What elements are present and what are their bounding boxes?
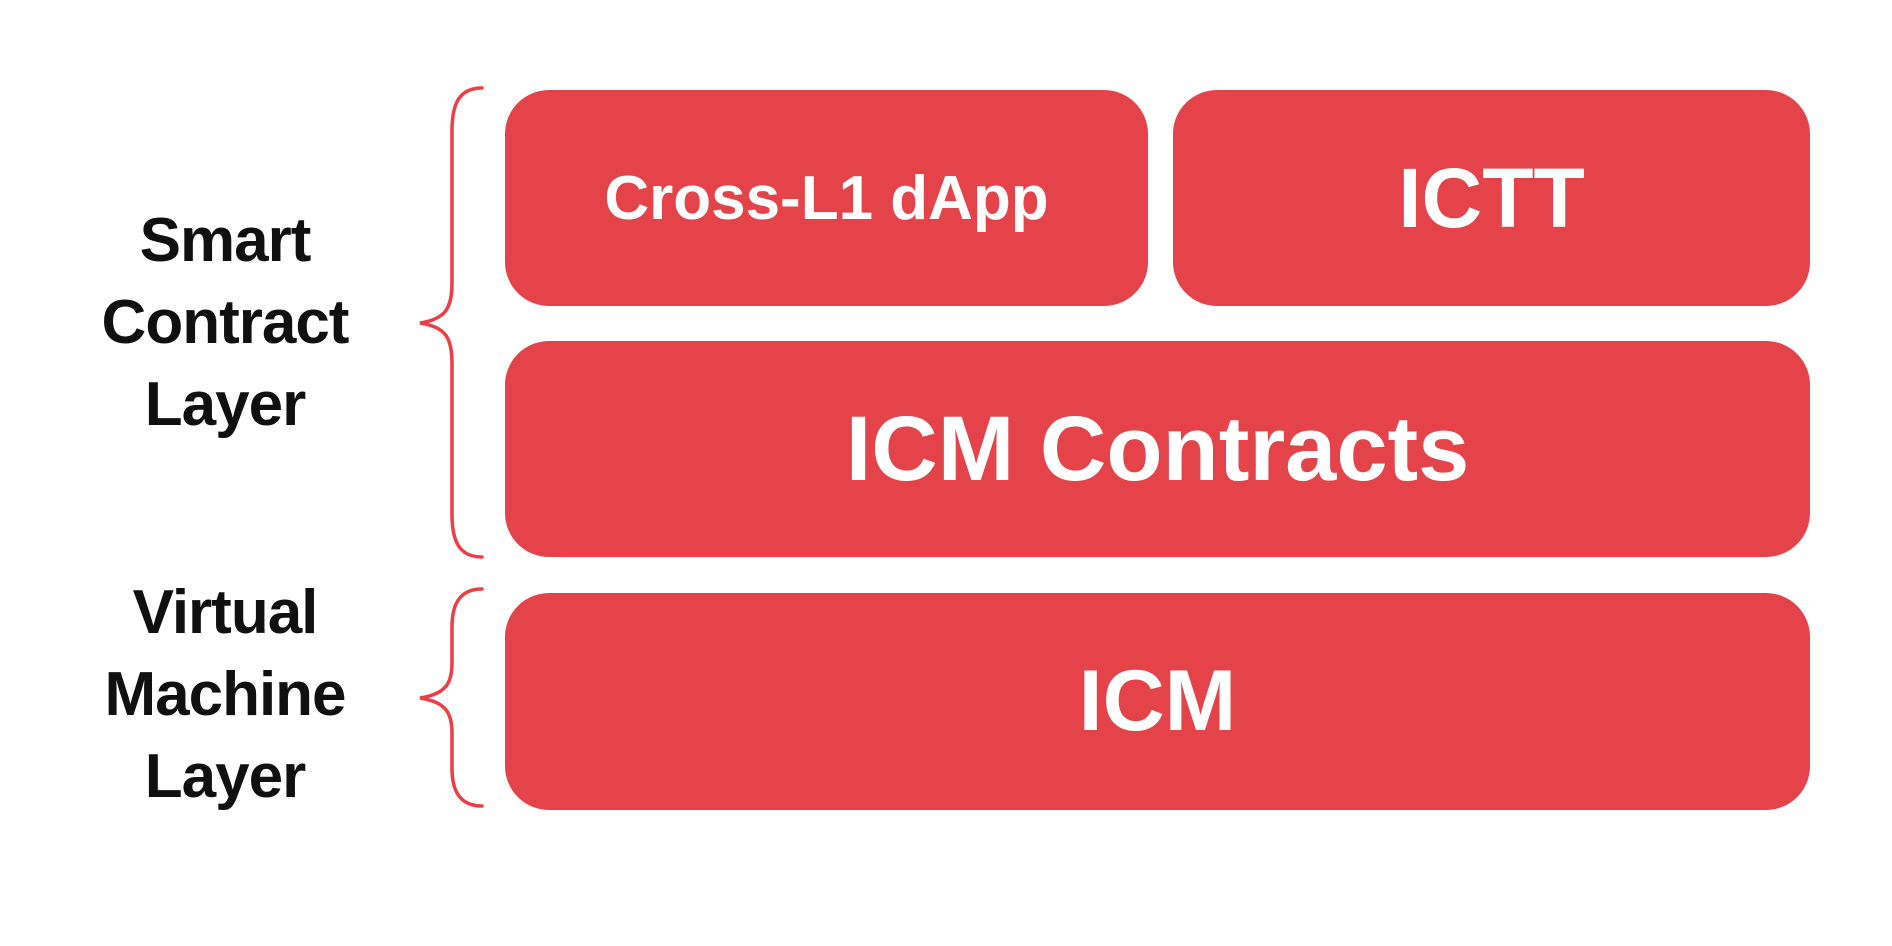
icm-contracts-block-label: ICM Contracts	[845, 397, 1470, 500]
label-line: Layer	[144, 370, 306, 439]
label-line: Layer	[144, 742, 306, 811]
virtual-machine-layer-label: Virtual Machine Layer	[15, 572, 435, 818]
smart-contract-layer-label: Smart Contract Layer	[15, 200, 435, 446]
cross-l1-dapp-block: Cross-L1 dApp	[505, 90, 1148, 306]
cross-l1-dapp-block-label: Cross-L1 dApp	[604, 163, 1049, 233]
label-line: Smart	[139, 206, 312, 275]
ictt-block-label: ICTT	[1398, 150, 1585, 245]
icm-contracts-block: ICM Contracts	[505, 341, 1810, 557]
ictt-block: ICTT	[1173, 90, 1810, 306]
label-line: Machine	[104, 660, 346, 729]
virtual-machine-brace-icon	[419, 587, 484, 808]
smart-contract-brace-icon	[419, 86, 484, 559]
icm-block: ICM	[505, 593, 1810, 810]
label-line: Virtual	[132, 578, 319, 647]
label-line: Contract	[101, 288, 350, 357]
icm-block-label: ICM	[1078, 653, 1237, 749]
